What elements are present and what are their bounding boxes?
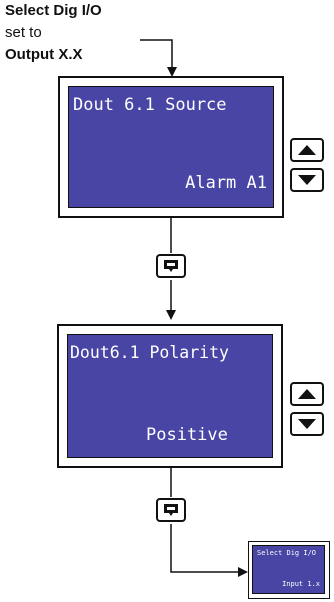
intro-line-1: Select Dig I/O bbox=[5, 2, 102, 19]
intro-line-3: Output X.X bbox=[5, 46, 83, 63]
display-2-frame: Dout6.1 Polarity Positive bbox=[57, 324, 283, 468]
up-arrow-icon bbox=[298, 145, 316, 155]
down-arrow-icon bbox=[298, 175, 316, 185]
down-button-2[interactable] bbox=[290, 412, 324, 436]
up-arrow-icon bbox=[298, 389, 316, 399]
display-3-bottom-line: Input 1.x bbox=[282, 580, 320, 588]
display-1-screen: Dout 6.1 Source Alarm A1 bbox=[68, 86, 274, 208]
page-key-2[interactable] bbox=[156, 498, 186, 522]
display-2-bottom-line: Positive bbox=[146, 425, 228, 445]
intro-line-2: set to bbox=[5, 24, 42, 41]
page-key-icon bbox=[164, 504, 178, 516]
up-button-1[interactable] bbox=[290, 138, 324, 162]
down-button-1[interactable] bbox=[290, 168, 324, 192]
display-1-top-line: Dout 6.1 Source bbox=[73, 95, 227, 115]
display-3-screen: Select Dig I/O Input 1.x bbox=[252, 545, 325, 594]
down-arrow-icon bbox=[298, 419, 316, 429]
display-2-top-line: Dout6.1 Polarity bbox=[70, 343, 229, 362]
display-3-top-line: Select Dig I/O bbox=[257, 549, 317, 557]
page-key-1[interactable] bbox=[156, 254, 186, 278]
display-1-bottom-line: Alarm A1 bbox=[185, 173, 267, 193]
intro-text: Select Dig I/O set to Output X.X bbox=[5, 0, 165, 66]
display-1-frame: Dout 6.1 Source Alarm A1 bbox=[58, 76, 284, 218]
connector-intro-to-display-1 bbox=[140, 39, 177, 77]
connector-page-key-2-to-display-3 bbox=[170, 524, 248, 577]
display-3-frame: Select Dig I/O Input 1.x bbox=[248, 541, 330, 599]
page-key-icon bbox=[164, 260, 178, 272]
display-2-screen: Dout6.1 Polarity Positive bbox=[67, 334, 273, 458]
up-button-2[interactable] bbox=[290, 382, 324, 406]
